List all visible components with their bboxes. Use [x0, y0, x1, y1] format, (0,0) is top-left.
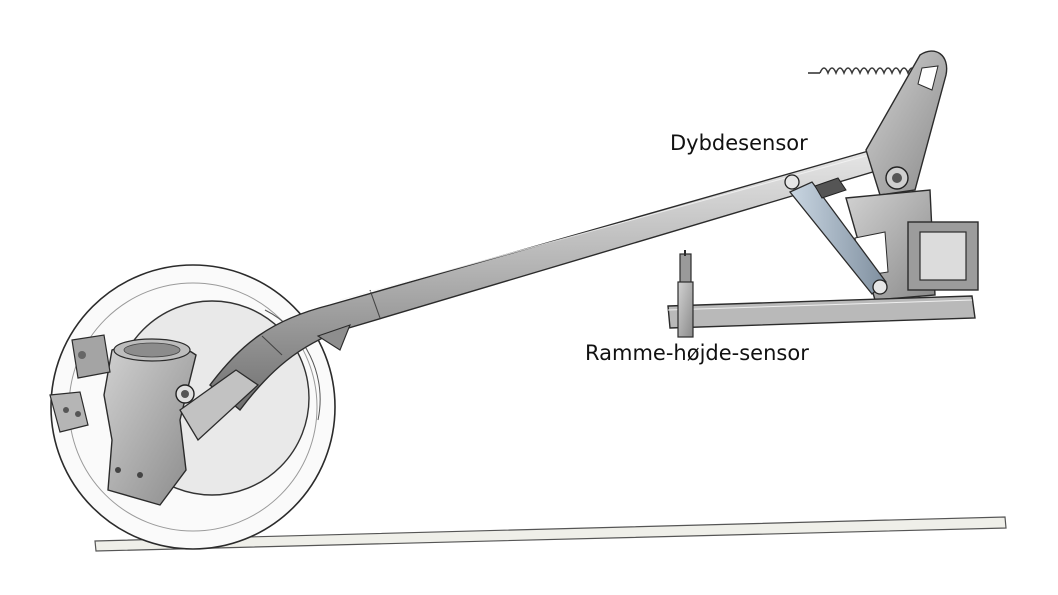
frame-height-sensor: [677, 250, 694, 338]
pivot-bracket: [865, 50, 948, 196]
depth-sensor-cylinder: [784, 174, 888, 295]
frame-beam: [667, 295, 976, 329]
shank-assembly: [49, 334, 260, 506]
depth-sensor-label: Dybdesensor: [670, 131, 808, 155]
arm-bracket: [316, 324, 351, 351]
ground-plate: [94, 516, 1007, 552]
frame-height-sensor-label: Ramme-højde-sensor: [585, 341, 809, 365]
